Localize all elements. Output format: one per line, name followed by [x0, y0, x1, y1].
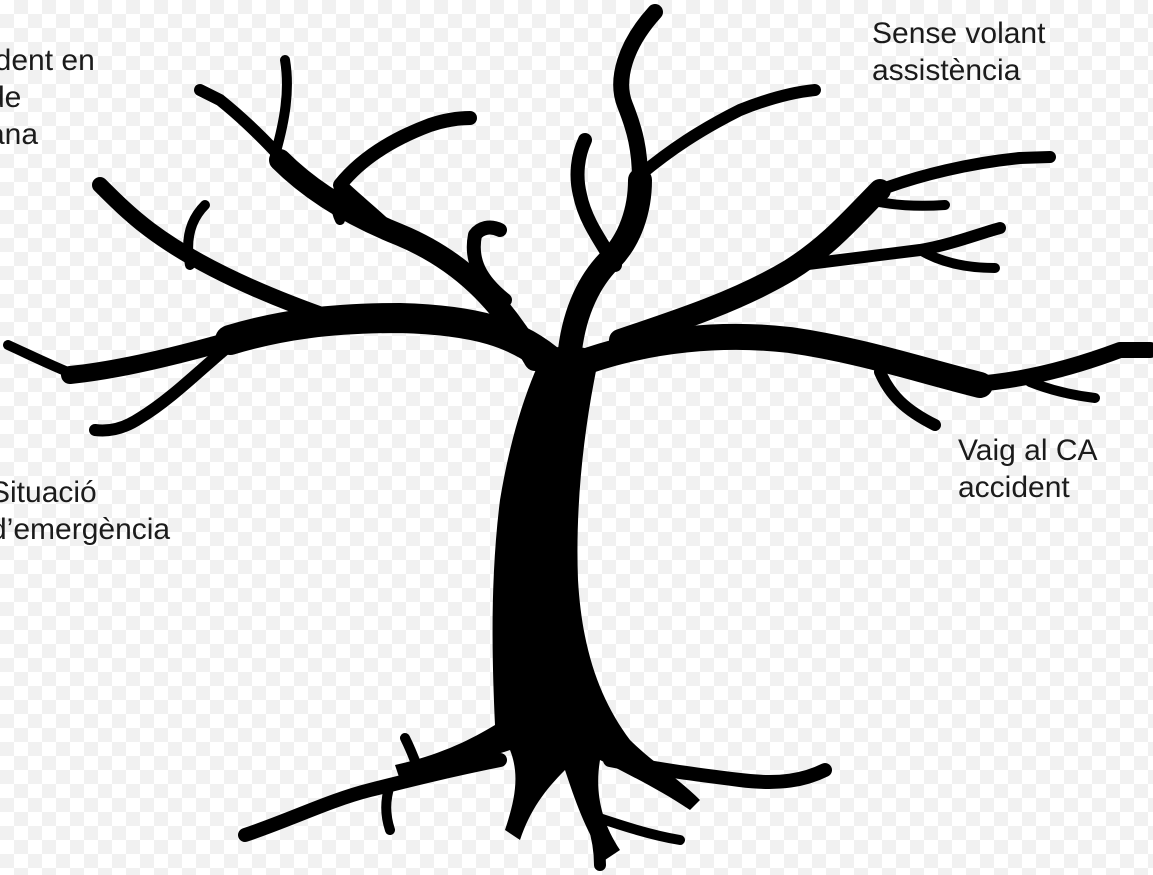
- twig-upper-left-a: [270, 55, 292, 160]
- twig-left-a: [183, 200, 210, 270]
- twig-inner-left-b: [331, 180, 345, 225]
- root-center-twig: [585, 810, 685, 845]
- twig-center-a: [570, 133, 622, 272]
- branch-right-main: [577, 323, 993, 398]
- branch-left-upper: [92, 177, 338, 326]
- root-center: [569, 774, 606, 871]
- trunk: [395, 346, 700, 860]
- branch-right-far: [967, 342, 1153, 392]
- twig-right-b: [1025, 377, 1100, 403]
- twig-upper-right-c: [915, 245, 1000, 273]
- twig-center-b: [634, 84, 821, 181]
- root-left-up: [400, 733, 425, 780]
- branch-left-lower: [89, 339, 236, 437]
- branch-upper-right: [609, 179, 891, 351]
- twig-upper-right-a: [865, 195, 950, 211]
- branch-inner-left: [333, 111, 477, 242]
- root-right: [603, 753, 832, 789]
- root-left: [238, 753, 507, 842]
- root-left-twig: [381, 780, 395, 835]
- branch-left-tip: [3, 340, 80, 380]
- label-top-left: ident en de ana: [0, 44, 95, 151]
- branch-center-left: [466, 220, 512, 307]
- branch-left-far: [61, 329, 249, 384]
- label-middle-right: Vaig al CA accident: [958, 434, 1098, 504]
- label-middle-left: Situació d’emergència: [0, 476, 171, 546]
- branch-center-up: [613, 4, 663, 188]
- label-top-right: Sense volant assistència: [872, 17, 1046, 87]
- branch-upper-right-tip: [874, 151, 1056, 196]
- twig-right-a: [874, 366, 941, 431]
